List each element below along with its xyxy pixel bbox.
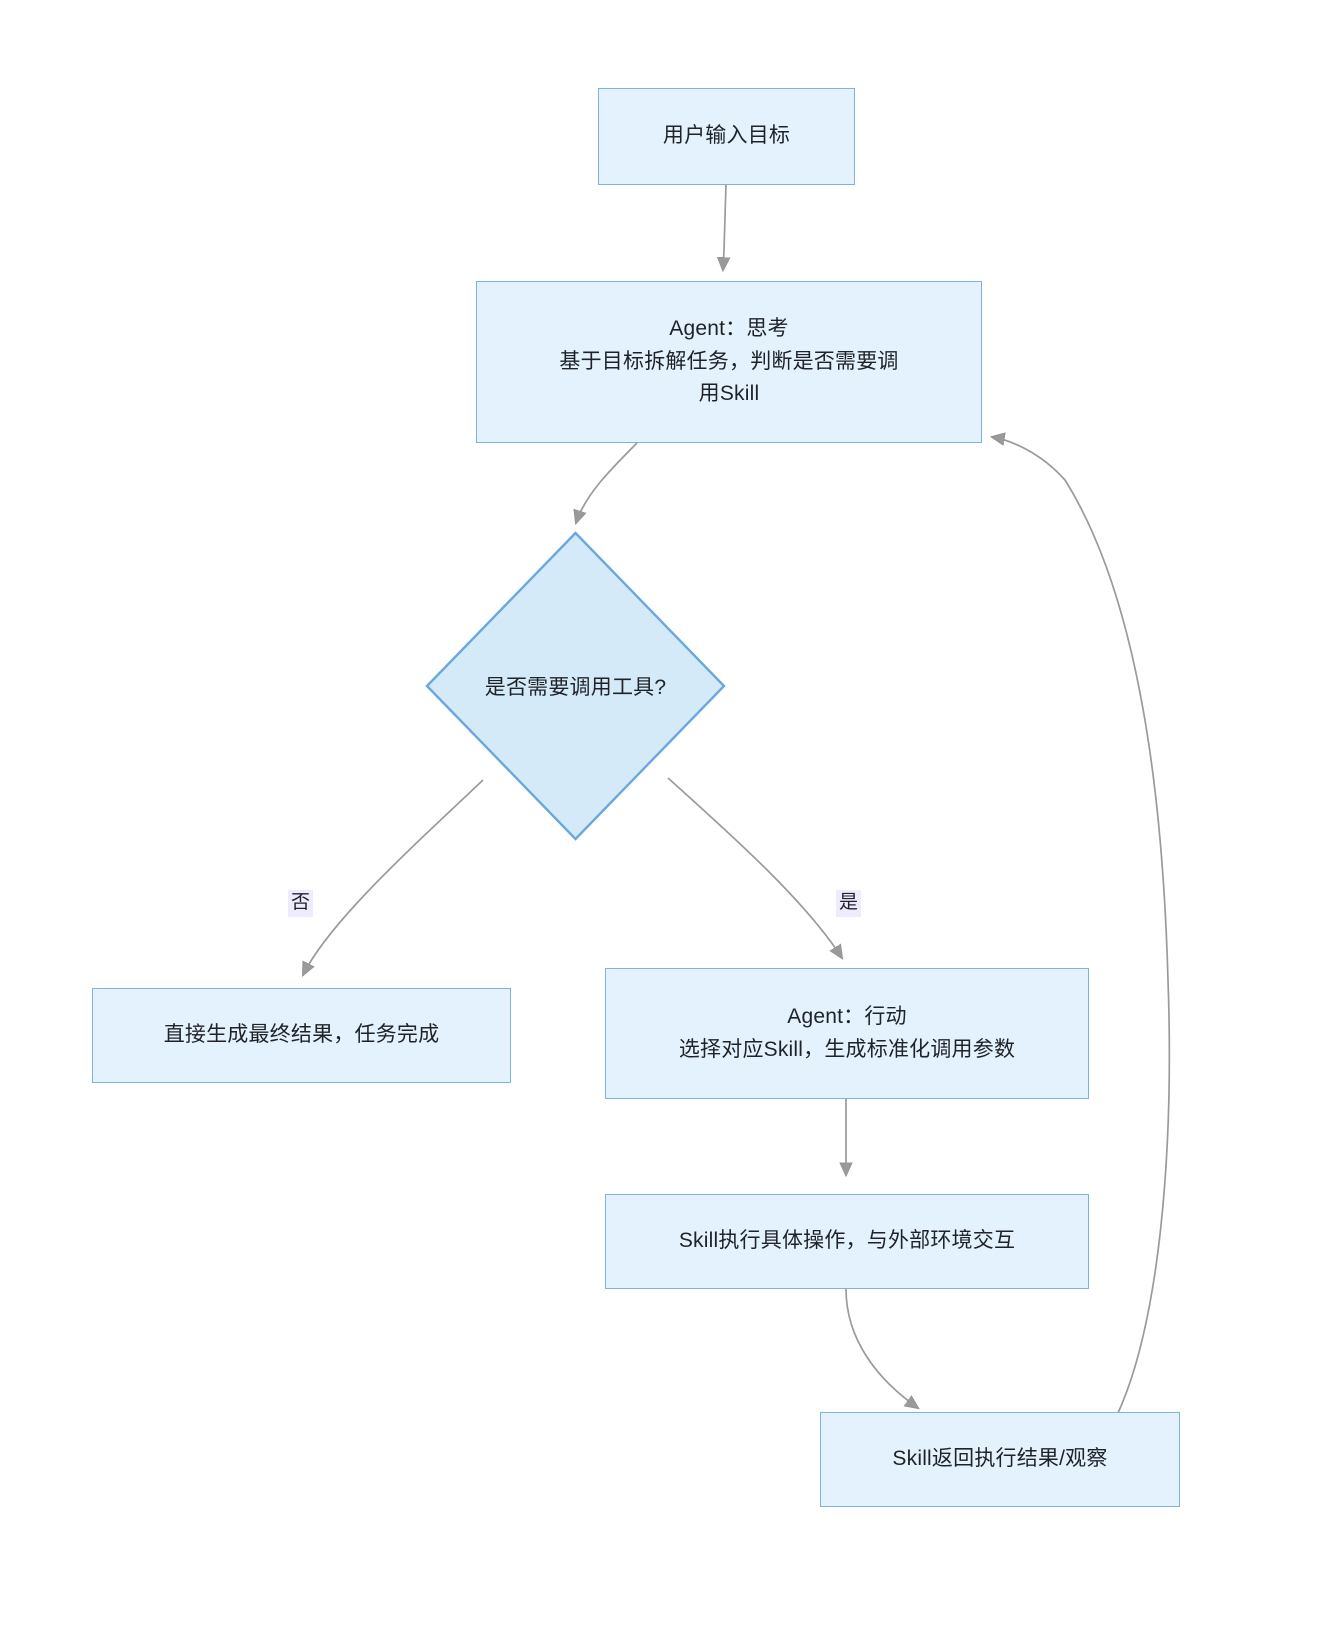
node-agent-act-label: Agent：行动 选择对应Skill，生成标准化调用参数 <box>678 1004 1016 1061</box>
node-finish[interactable]: 直接生成最终结果，任务完成 <box>92 988 511 1083</box>
node-skill-execute-label: Skill执行具体操作，与外部环境交互 <box>678 1229 1016 1253</box>
node-skill-observe[interactable]: Skill返回执行结果/观察 <box>820 1412 1180 1507</box>
edge-start-to-think <box>723 183 726 270</box>
edge-think-to-decide <box>576 442 638 523</box>
edge-exec-to-observe <box>845 1288 918 1408</box>
node-skill-execute[interactable]: Skill执行具体操作，与外部环境交互 <box>605 1194 1089 1289</box>
node-finish-label: 直接生成最终结果，任务完成 <box>163 1023 440 1047</box>
node-agent-think[interactable]: Agent：思考 基于目标拆解任务，判断是否需要调 用Skill <box>476 281 982 443</box>
node-start[interactable]: 用户输入目标 <box>598 88 855 185</box>
node-agent-think-label: Agent：思考 基于目标拆解任务，判断是否需要调 用Skill <box>559 317 899 406</box>
diamond-shape <box>425 531 726 841</box>
node-decision-need-tool[interactable]: 是否需要调用工具? <box>425 531 726 841</box>
node-skill-observe-label: Skill返回执行结果/观察 <box>892 1447 1108 1471</box>
node-start-label: 用户输入目标 <box>662 124 791 148</box>
edge-label-yes: 是 <box>836 890 862 917</box>
node-decision-label: 是否需要调用工具? <box>484 676 667 699</box>
node-agent-act[interactable]: Agent：行动 选择对应Skill，生成标准化调用参数 <box>605 968 1089 1099</box>
edge-label-no: 否 <box>288 890 314 917</box>
